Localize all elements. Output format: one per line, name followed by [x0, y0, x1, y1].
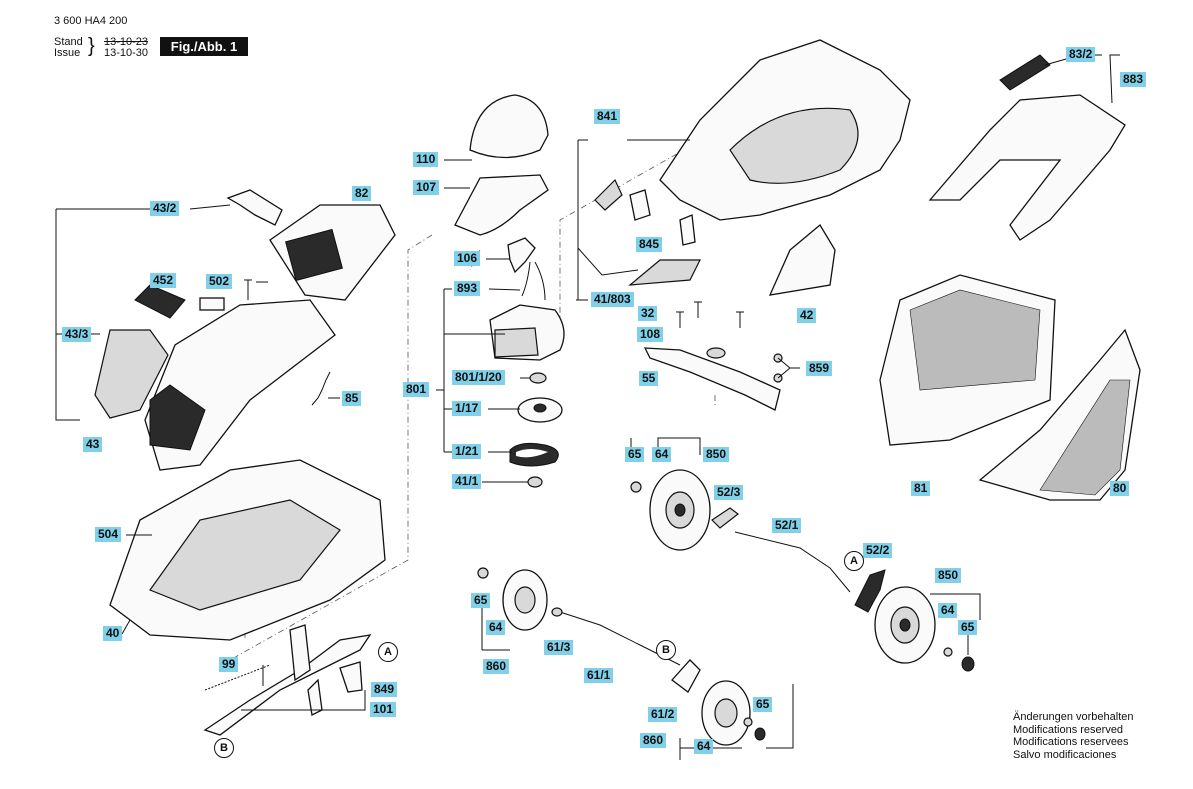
label-41-1: 41/1 — [452, 474, 482, 489]
part-43-2 — [226, 189, 283, 226]
label-845: 845 — [636, 237, 663, 252]
label-504: 504 — [95, 527, 122, 542]
part-452 — [134, 284, 186, 319]
notice-fr: Modifications reservees — [1013, 736, 1129, 748]
label-859: 859 — [806, 361, 833, 376]
wheel-rear-left — [502, 569, 548, 631]
label-82: 82 — [352, 186, 372, 201]
label-106: 106 — [454, 251, 481, 266]
part-42 — [768, 224, 836, 296]
issue-label: Issue — [54, 47, 81, 59]
label-61-1: 61/1 — [584, 668, 614, 683]
label-65-rear-left: 65 — [471, 593, 491, 608]
label-52-3: 52/3 — [714, 485, 744, 500]
part-83-2 — [999, 54, 1051, 91]
part-110 — [469, 94, 549, 159]
stand-label: Stand — [54, 36, 83, 48]
label-32: 32 — [638, 306, 658, 321]
label-850-front-left: 850 — [703, 447, 730, 462]
label-1-21: 1/21 — [452, 444, 482, 459]
label-64-front-right: 64 — [938, 603, 958, 618]
label-110: 110 — [413, 152, 439, 167]
issue-date: 13-10-30 — [104, 47, 149, 59]
label-52-2: 52/2 — [863, 543, 893, 558]
label-101: 101 — [370, 702, 397, 717]
callout-b-axle: B — [656, 640, 676, 660]
part-number: 3 600 HA4 200 — [54, 15, 128, 27]
label-502: 502 — [206, 274, 233, 289]
part-61-2 — [671, 659, 701, 693]
part-845b — [679, 214, 696, 246]
part-43-3 — [94, 329, 169, 419]
notice-de: Änderungen vorbehalten — [1013, 711, 1134, 723]
label-841: 841 — [594, 109, 621, 124]
callout-b-lever: B — [214, 738, 234, 758]
label-801: 801 — [403, 382, 430, 397]
wheel-front-left — [649, 469, 711, 551]
label-85: 85 — [342, 391, 362, 406]
label-43-3: 43/3 — [62, 327, 92, 342]
label-43: 43 — [83, 437, 103, 452]
wheel-front-right — [874, 586, 936, 664]
label-64-rear-left: 64 — [486, 620, 506, 635]
label-64-rear-right: 64 — [694, 739, 714, 754]
label-55: 55 — [639, 371, 659, 386]
part-107 — [454, 174, 549, 236]
label-61-2: 61/2 — [648, 707, 678, 722]
part-41-1 — [527, 476, 543, 488]
callout-a-axle: A — [844, 551, 864, 571]
part-845a — [629, 189, 651, 221]
label-65-rear-right: 65 — [753, 697, 773, 712]
label-40: 40 — [103, 626, 123, 641]
label-452: 452 — [150, 273, 177, 288]
figure-badge: Fig./Abb. 1 — [160, 37, 248, 56]
part-801-1-20 — [529, 372, 547, 384]
label-99: 99 — [219, 657, 239, 672]
label-42: 42 — [797, 308, 817, 323]
label-849: 849 — [371, 682, 398, 697]
label-860-rear-left: 860 — [483, 659, 510, 674]
label-801-1-20: 801/1/20 — [452, 370, 505, 385]
label-61-3: 61/3 — [544, 640, 574, 655]
part-41-803 — [628, 259, 701, 286]
label-850-front-right: 850 — [935, 568, 962, 583]
label-80: 80 — [1110, 481, 1130, 496]
label-893: 893 — [454, 281, 481, 296]
label-108: 108 — [637, 327, 664, 342]
part-108 — [706, 347, 726, 359]
notice-en: Modifications reserved — [1013, 723, 1124, 736]
label-860-rear-right: 860 — [640, 733, 667, 748]
brace: } — [88, 35, 95, 57]
part-52-2 — [854, 569, 886, 613]
part-883 — [928, 94, 1126, 241]
notice-es: Salvo modificaciones — [1013, 748, 1117, 761]
label-65-front-right: 65 — [958, 620, 978, 635]
label-65-front-left: 65 — [625, 447, 645, 462]
label-883: 883 — [1120, 72, 1147, 87]
label-81: 81 — [911, 481, 931, 496]
callout-a-lever: A — [378, 642, 398, 662]
label-43-2: 43/2 — [150, 201, 180, 216]
label-64-front-left: 64 — [652, 447, 672, 462]
wheel-rear-right — [701, 680, 751, 746]
label-52-1: 52/1 — [772, 518, 802, 533]
label-1-17: 1/17 — [452, 401, 482, 416]
label-41-803: 41/803 — [591, 292, 634, 307]
label-107: 107 — [413, 180, 440, 195]
modifications-notice: Änderungen vorbehalten Modifications res… — [1013, 711, 1133, 761]
label-83-2: 83/2 — [1066, 47, 1096, 62]
stand-date: 13-10-23 — [104, 36, 149, 48]
part-55 — [643, 347, 781, 411]
part-106 — [507, 237, 536, 274]
